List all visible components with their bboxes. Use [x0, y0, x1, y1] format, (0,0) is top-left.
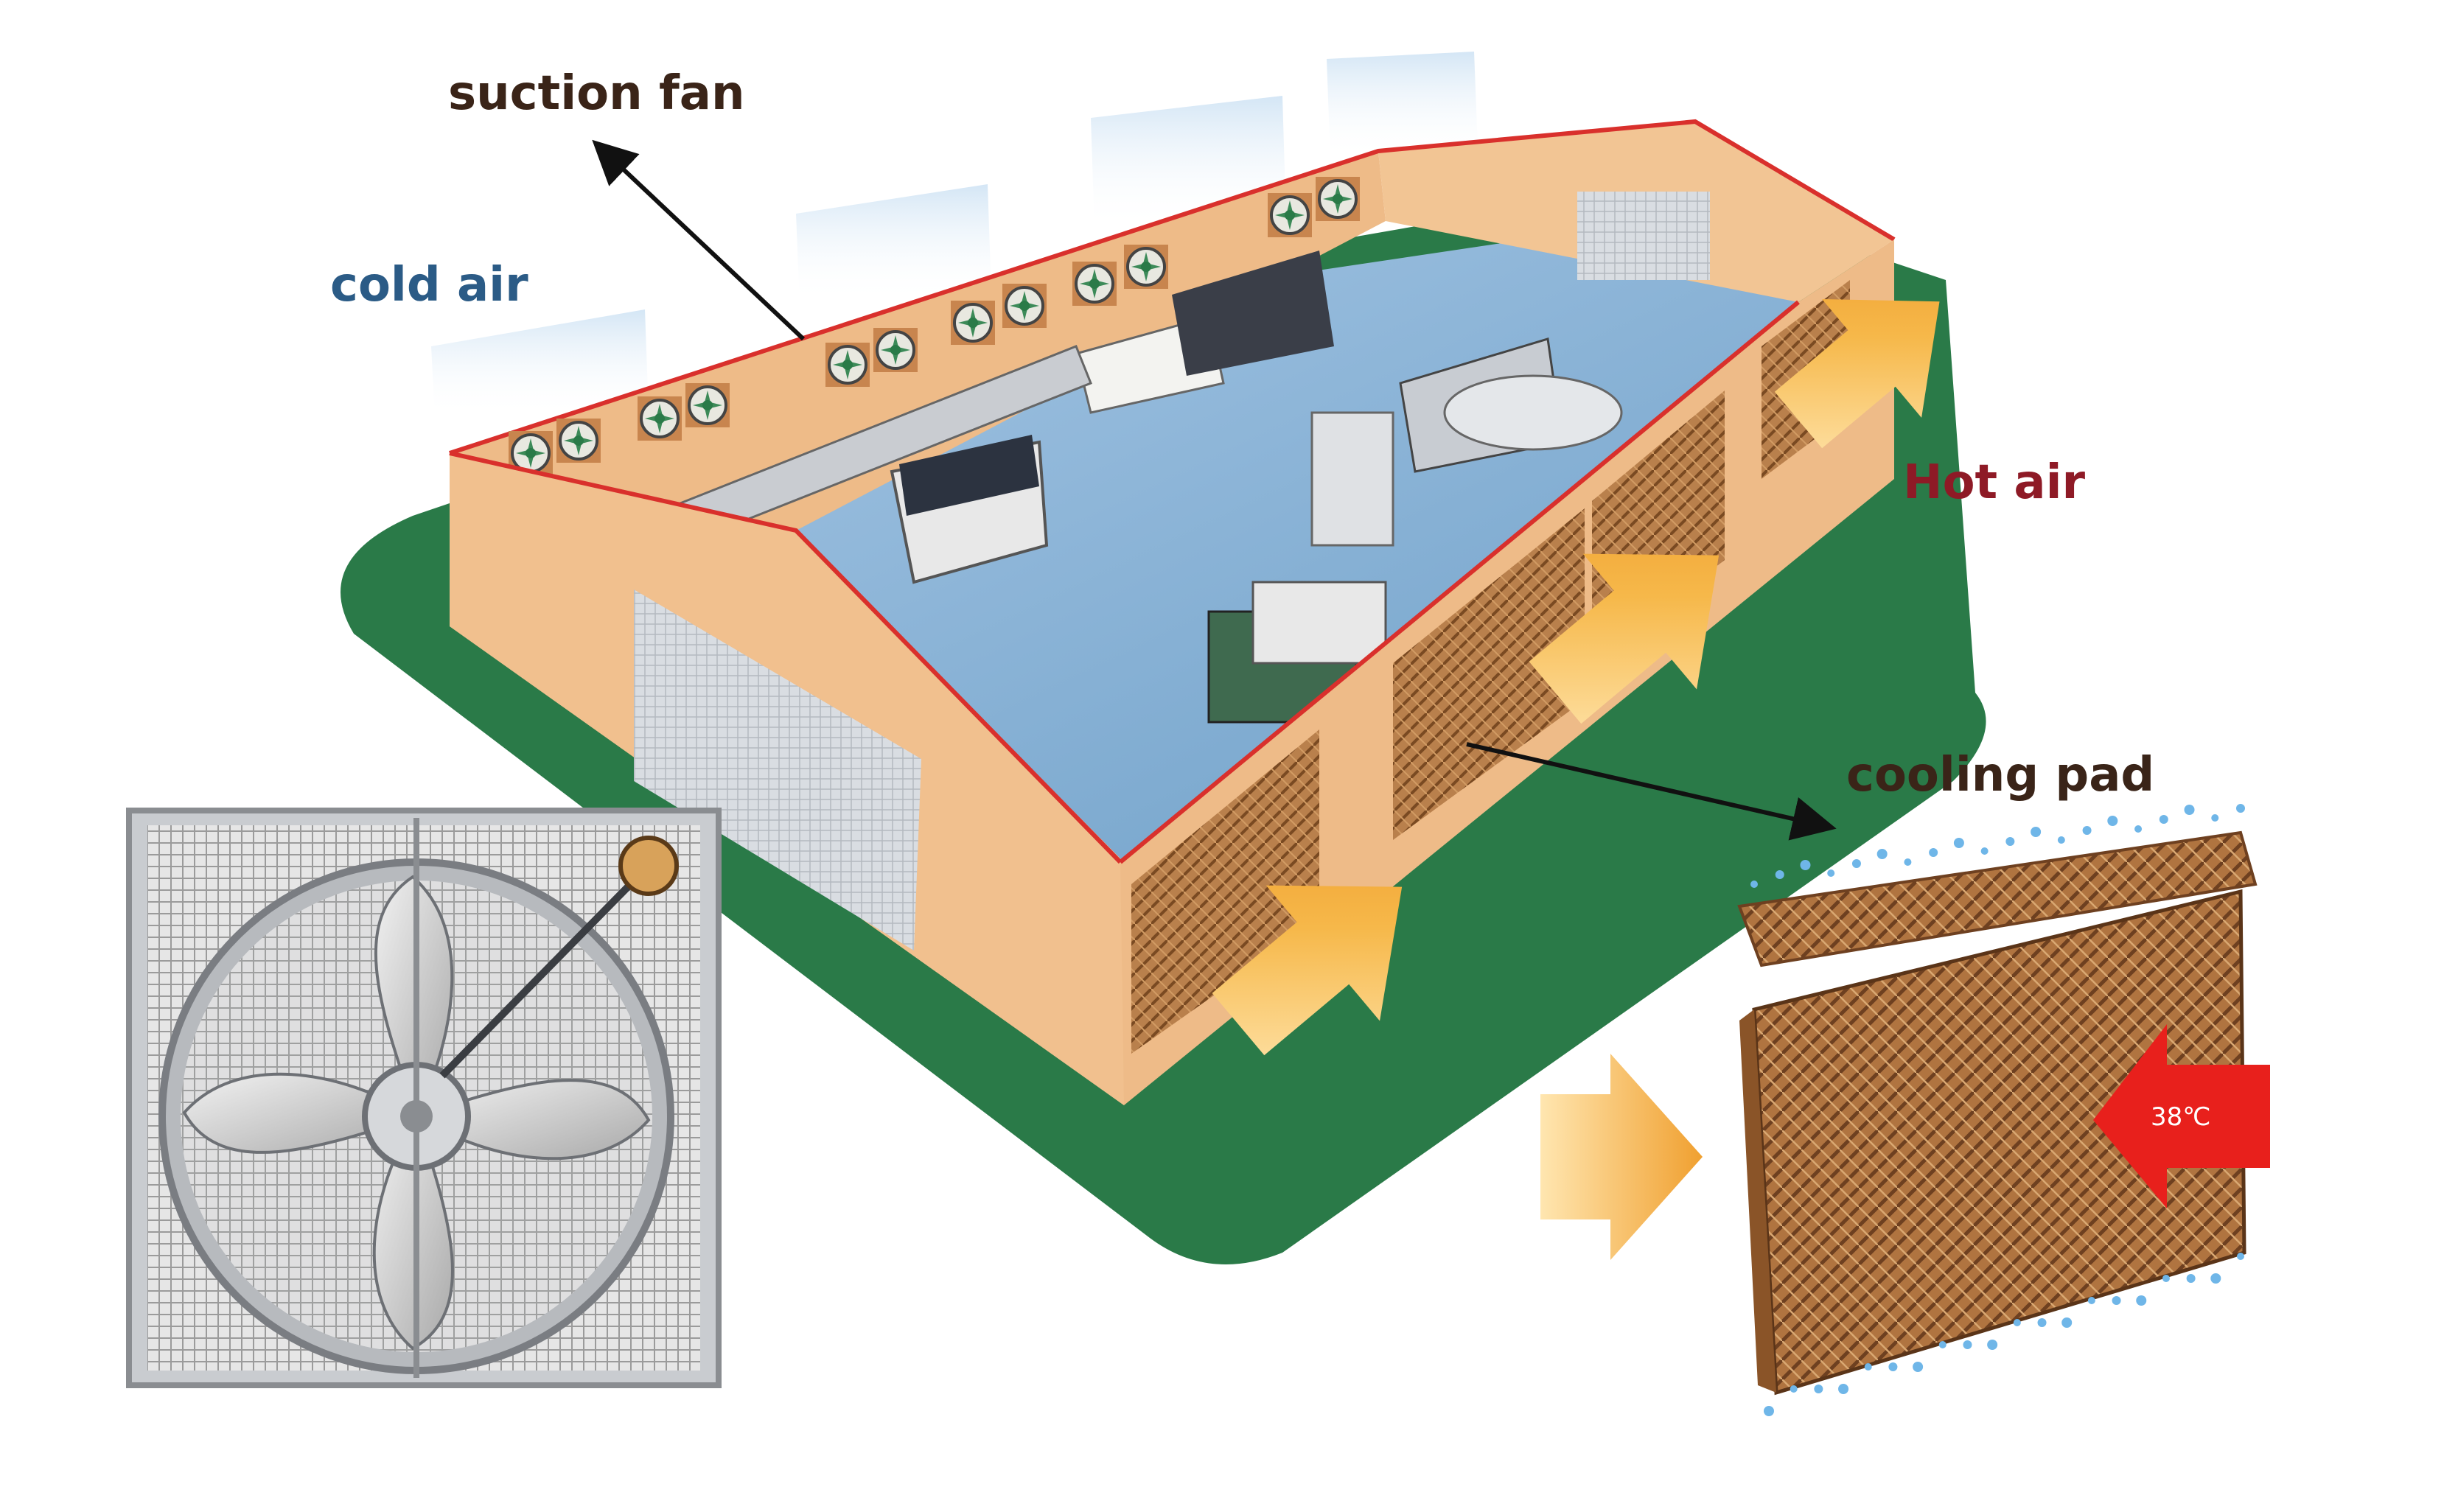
water-droplet [2186, 1274, 2196, 1283]
water-droplet [2134, 825, 2143, 833]
water-droplet [2162, 1275, 2170, 1282]
wall-fan-icon [1072, 262, 1117, 306]
water-droplet [2037, 1318, 2047, 1327]
water-droplet [2005, 837, 2015, 846]
water-droplet [2107, 816, 2118, 826]
water-droplet [1888, 1362, 1898, 1371]
water-droplet [1953, 838, 1964, 848]
cooling-pad-block [1737, 830, 2258, 1396]
water-droplet [1913, 1362, 1924, 1372]
water-droplet [1963, 1340, 1972, 1349]
water-droplet [1750, 881, 1758, 888]
water-droplet [1929, 848, 1938, 857]
cold-air-label: cold air [330, 258, 528, 312]
water-droplet [2184, 805, 2195, 815]
wall-fan-icon [685, 383, 730, 427]
water-droplet [1764, 1406, 1774, 1416]
wall-fan-icon [873, 328, 918, 372]
water-droplet [2237, 1253, 2244, 1260]
water-droplet [2211, 814, 2219, 822]
front-roof-line [449, 451, 1123, 864]
water-droplet [1864, 1363, 1872, 1371]
water-droplet [2210, 1273, 2221, 1284]
wall-fan-icon [951, 301, 995, 345]
water-droplet [1938, 1341, 1947, 1348]
water-droplet [1987, 1340, 1998, 1350]
water-droplet [1800, 860, 1811, 870]
suction-fan-label: suction fan [448, 66, 745, 121]
wall-fan-icon [1316, 177, 1360, 221]
water-droplet [2136, 1295, 2147, 1306]
water-droplet [1775, 870, 1784, 879]
water-droplet [2061, 1317, 2073, 1328]
wall-fan-icon [1268, 193, 1312, 237]
temperature-label: 38℃ [2151, 1102, 2211, 1132]
water-droplet [1838, 1384, 1849, 1394]
far-door [1577, 192, 1710, 280]
water-droplet [1827, 869, 1835, 877]
wall-fan-icon [509, 431, 553, 475]
water-droplet [2013, 1319, 2021, 1326]
front-door [634, 589, 921, 951]
cooling-pad-label: cooling pad [1846, 748, 2155, 802]
water-droplet [1876, 849, 1888, 859]
hot-air-arrows [1212, 299, 1940, 1056]
water-droplet [2159, 815, 2168, 824]
right-roof-line [1119, 300, 1800, 864]
water-droplet [2087, 1297, 2095, 1304]
water-droplet [1814, 1385, 1823, 1393]
water-droplet [1904, 858, 1912, 866]
water-droplet [1980, 847, 1989, 855]
wall-fan-icon [1002, 284, 1047, 328]
wall-fan-icon [638, 396, 682, 441]
suction-fan-pointer [592, 139, 806, 341]
water-droplet [1790, 1385, 1798, 1393]
roof-line [449, 119, 1896, 455]
hot-air-label: Hot air [1903, 455, 2086, 510]
water-droplet [1851, 859, 1861, 868]
water-droplet [2082, 826, 2092, 835]
water-droplet [2112, 1296, 2121, 1305]
water-droplet [2236, 804, 2245, 813]
pad-inflow-arrow [1540, 1054, 1703, 1260]
fan-blades [182, 875, 651, 1351]
wall-fan-icon [825, 343, 870, 387]
wall-fan-icon [1124, 245, 1168, 289]
wall-fan-icon [556, 419, 601, 463]
water-droplet [2031, 827, 2042, 837]
water-droplets [1750, 804, 2245, 1416]
wall-fans [509, 177, 1360, 475]
exhaust-fan-unit [126, 808, 722, 1388]
temperature-arrow [2093, 1024, 2270, 1208]
water-droplet [2057, 836, 2065, 844]
cooling-pad-pointer [1466, 742, 1837, 841]
